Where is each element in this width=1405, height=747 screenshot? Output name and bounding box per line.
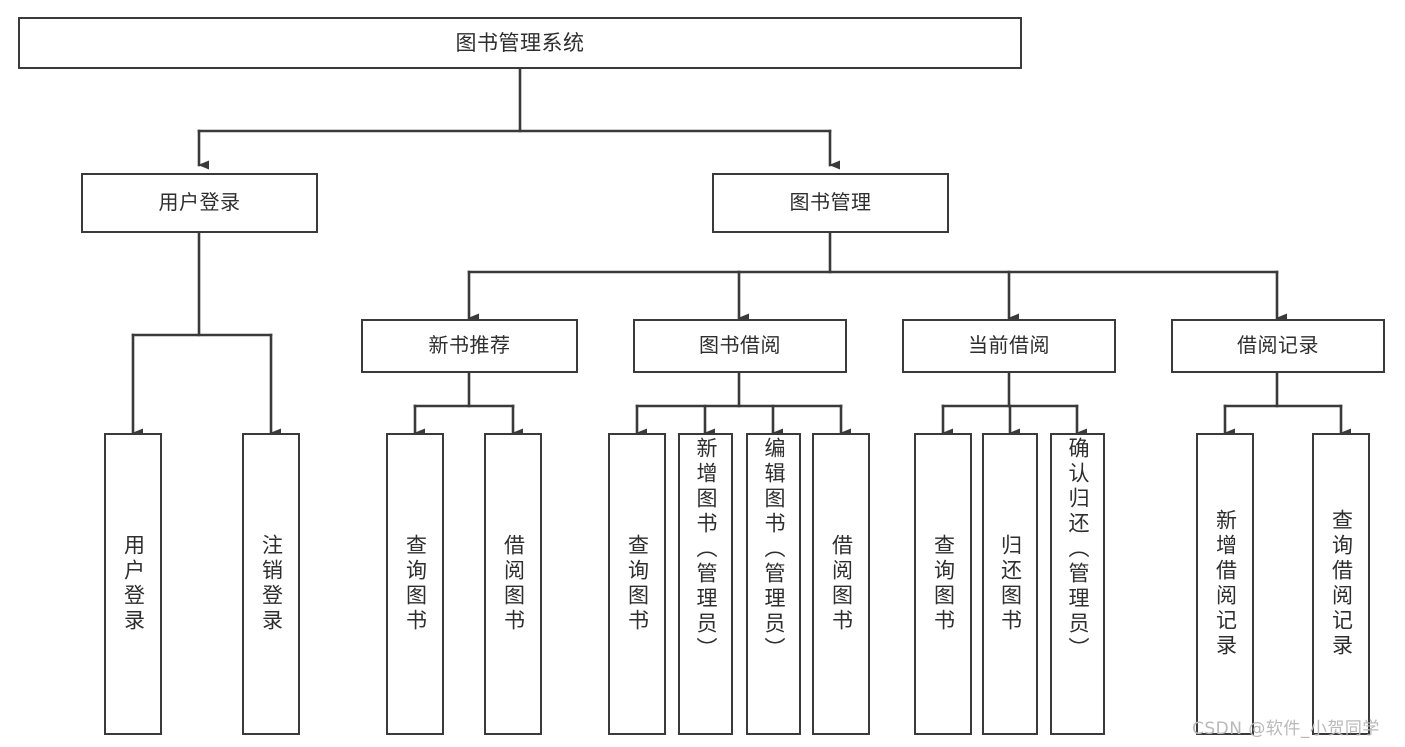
node-leaf-borrow-book-1-label: 借阅图书: [501, 534, 526, 634]
node-leaf-user-login-label: 用户登录: [121, 534, 146, 634]
node-new-book-rec[interactable]: 新书推荐: [361, 319, 578, 373]
node-leaf-user-logout[interactable]: 注销登录: [242, 433, 300, 735]
node-root-label: 图书管理系统: [455, 30, 585, 55]
node-leaf-borrow-book-2[interactable]: 借阅图书: [812, 433, 870, 735]
node-leaf-user-login[interactable]: 用户登录: [104, 433, 162, 735]
csdn-watermark: CSDN @软件_小贺同学: [1192, 719, 1380, 739]
node-leaf-borrow-book-2-label: 借阅图书: [829, 534, 854, 634]
node-leaf-query-book-1-label: 查询图书: [403, 534, 428, 634]
node-leaf-user-logout-label: 注销登录: [259, 534, 284, 634]
node-current-borrow-label: 当前借阅: [968, 333, 1050, 358]
node-leaf-confirm-return-label: 确认归还（管理员）: [1066, 437, 1090, 662]
node-leaf-query-book-3-label: 查询图书: [931, 534, 956, 634]
node-leaf-add-record-label: 新增借阅记录: [1213, 509, 1238, 659]
node-book-borrow-label: 图书借阅: [699, 333, 781, 358]
node-leaf-edit-book-label: 编辑图书（管理员）: [762, 437, 786, 662]
node-leaf-add-book[interactable]: 新增图书（管理员）: [678, 433, 733, 735]
node-borrow-record[interactable]: 借阅记录: [1171, 319, 1385, 373]
node-leaf-query-book-3[interactable]: 查询图书: [914, 433, 972, 735]
node-leaf-add-record[interactable]: 新增借阅记录: [1196, 433, 1254, 735]
node-user-login-label: 用户登录: [158, 190, 241, 215]
node-leaf-query-book-2-label: 查询图书: [625, 534, 650, 634]
node-leaf-edit-book[interactable]: 编辑图书（管理员）: [746, 433, 801, 735]
node-new-book-rec-label: 新书推荐: [428, 333, 511, 358]
node-leaf-add-book-label: 新增图书（管理员）: [694, 437, 718, 662]
node-leaf-return-book[interactable]: 归还图书: [982, 433, 1038, 735]
node-book-borrow[interactable]: 图书借阅: [633, 319, 847, 373]
node-leaf-borrow-book-1[interactable]: 借阅图书: [484, 433, 542, 735]
node-leaf-query-book-1[interactable]: 查询图书: [386, 433, 444, 735]
node-leaf-return-book-label: 归还图书: [998, 534, 1023, 634]
node-current-borrow[interactable]: 当前借阅: [902, 319, 1116, 373]
node-leaf-query-book-2[interactable]: 查询图书: [608, 433, 666, 735]
node-root[interactable]: 图书管理系统: [18, 17, 1022, 69]
node-book-manage-label: 图书管理: [789, 190, 872, 215]
node-leaf-confirm-return[interactable]: 确认归还（管理员）: [1050, 433, 1105, 735]
node-leaf-query-record-label: 查询借阅记录: [1329, 509, 1354, 659]
node-borrow-record-label: 借阅记录: [1237, 333, 1319, 358]
node-leaf-query-record[interactable]: 查询借阅记录: [1312, 433, 1370, 735]
node-book-manage[interactable]: 图书管理: [712, 173, 949, 233]
node-user-login[interactable]: 用户登录: [81, 173, 318, 233]
